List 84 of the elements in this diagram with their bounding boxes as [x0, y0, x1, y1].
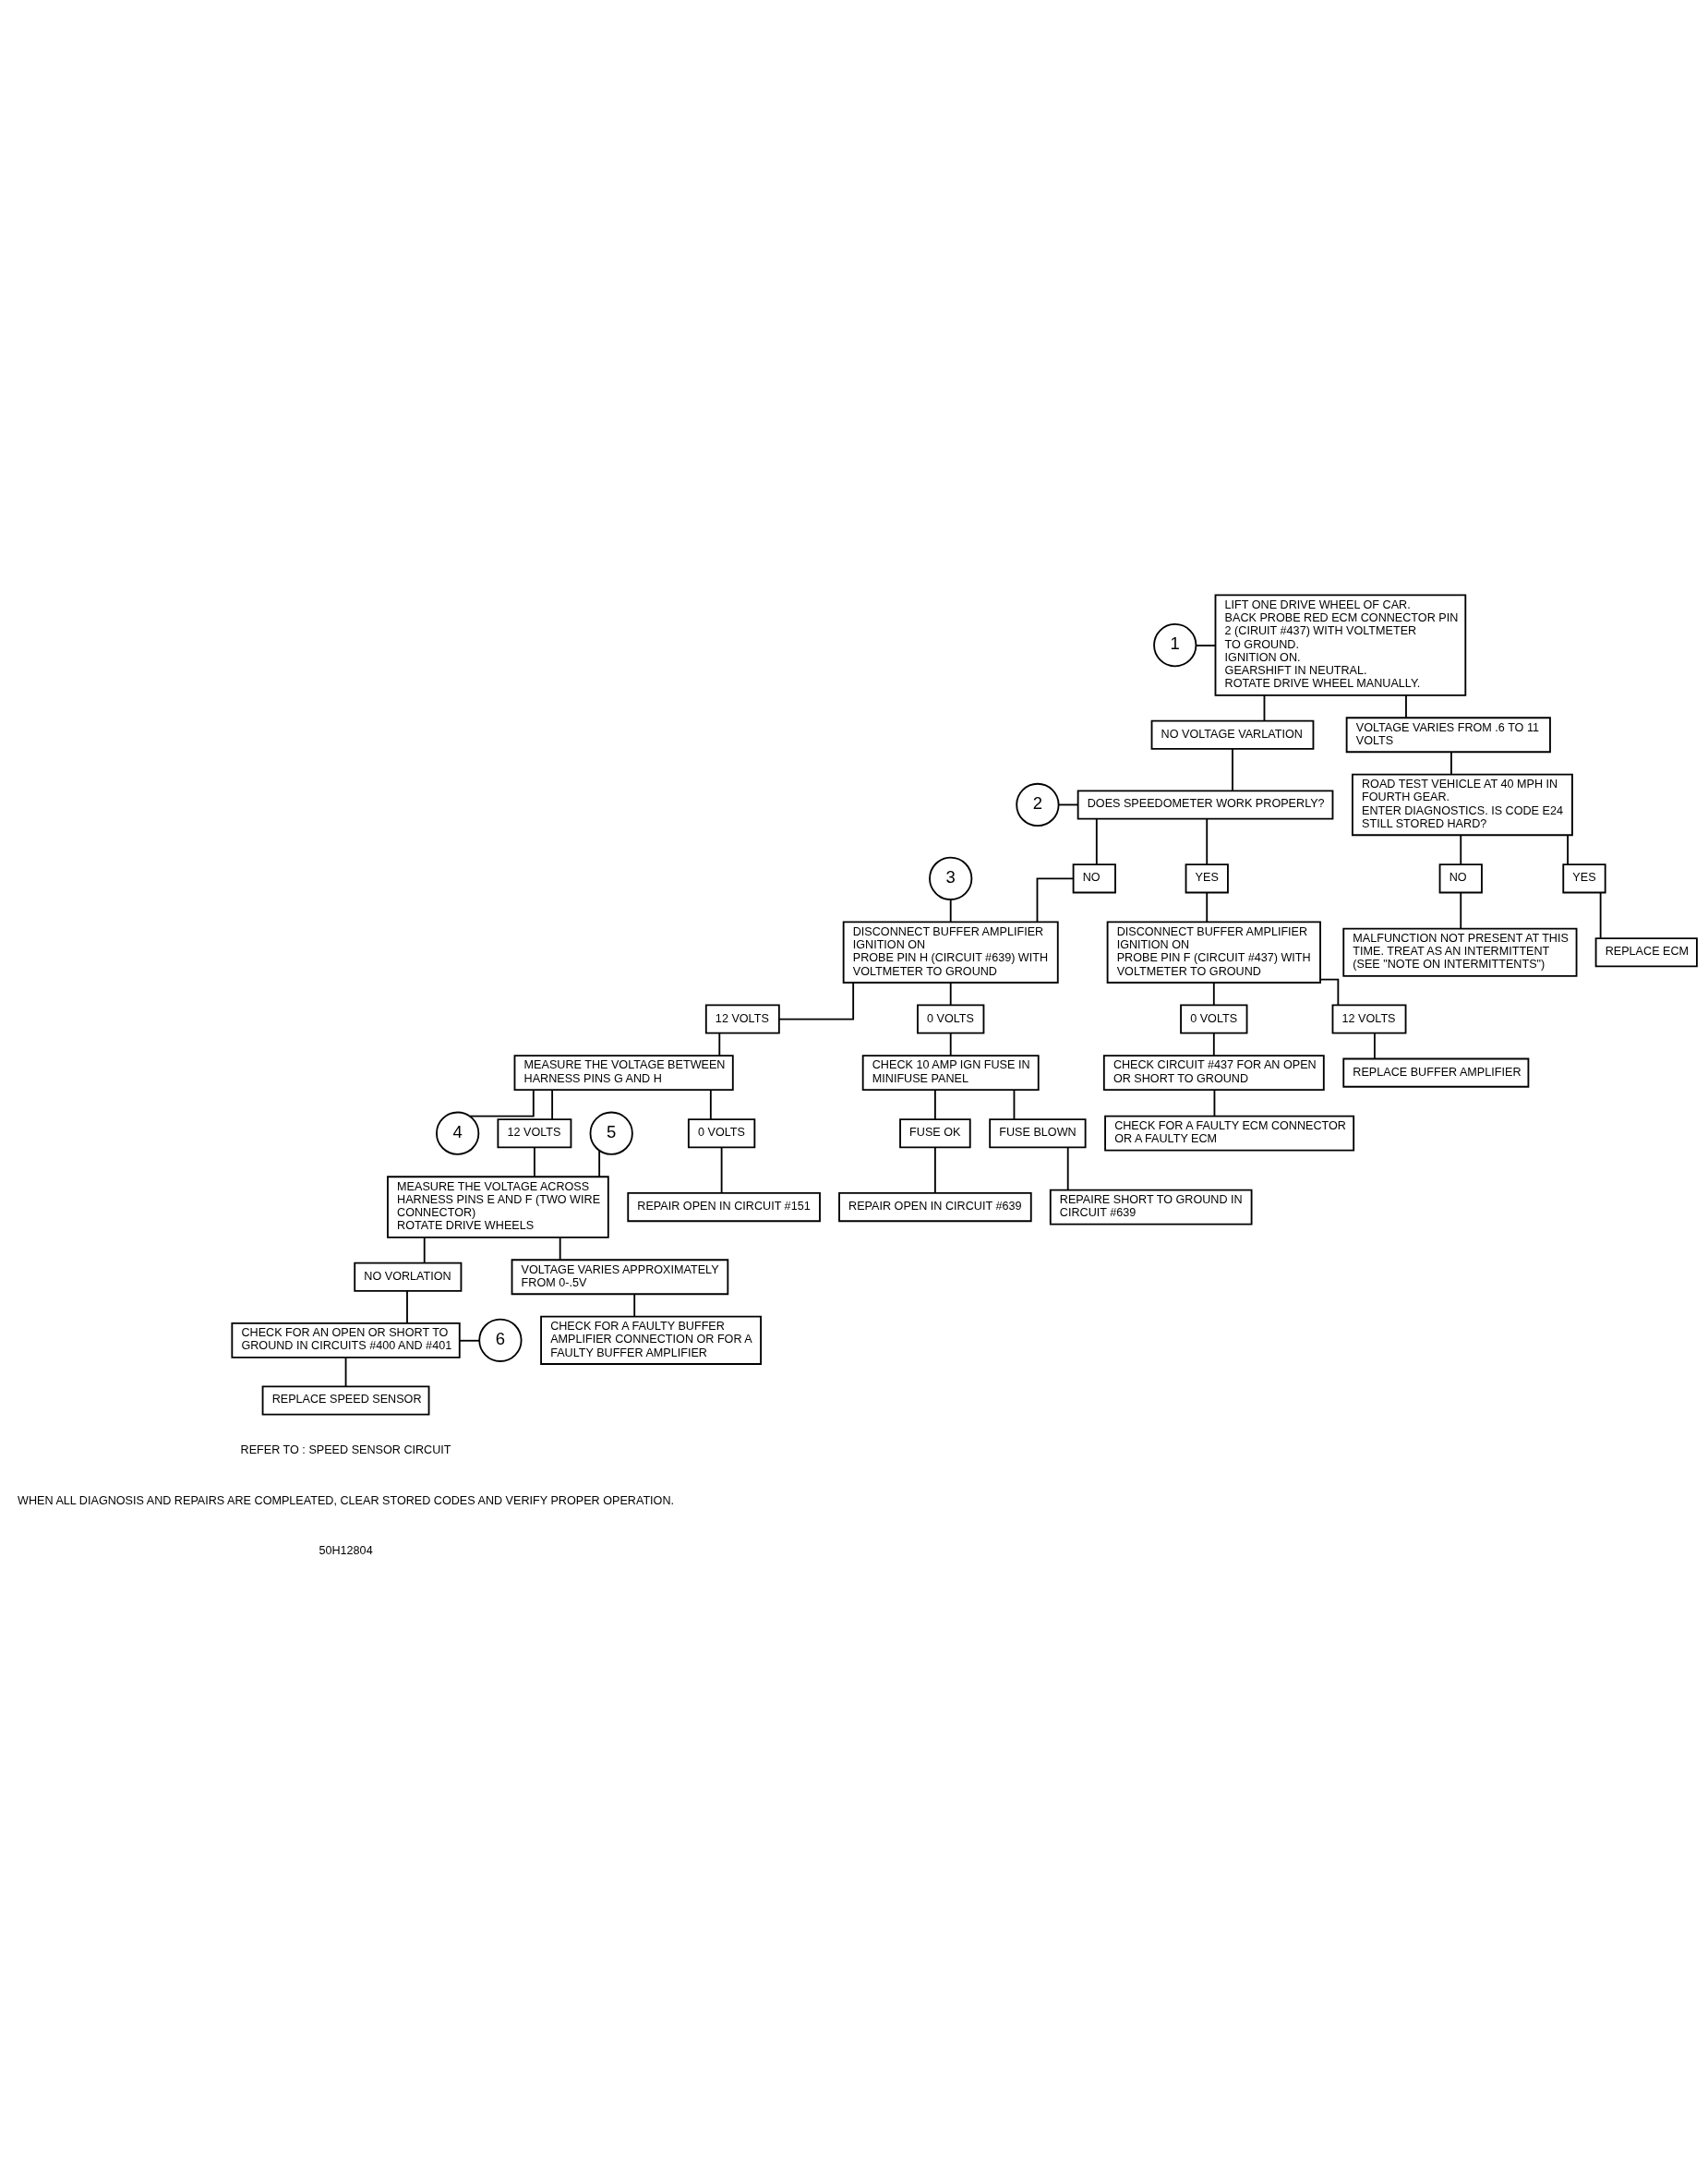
- node-box: 0 VOLTS: [917, 1004, 985, 1034]
- node-circle: 4: [436, 1111, 480, 1155]
- connector: [933, 1146, 936, 1194]
- node-box: CHECK FOR A FAULTY ECM CONNECTOR OR A FAULTY ECM: [1104, 1115, 1355, 1152]
- node-box: 12 VOLTS: [497, 1118, 572, 1149]
- connector: [534, 1146, 535, 1178]
- node-box: REPLACE BUFFER AMPLIFIER: [1342, 1057, 1530, 1088]
- node-box: CHECK 10 AMP IGN FUSE IN MINIFUSE PANEL: [861, 1055, 1040, 1091]
- connector: [459, 1339, 480, 1342]
- connector: [1460, 834, 1462, 866]
- connector: [709, 1089, 712, 1120]
- node-box: 0 VOLTS: [1180, 1004, 1248, 1034]
- connector: [1212, 982, 1215, 1007]
- label: REFER TO : SPEED SENSOR CIRCUIT: [240, 1443, 451, 1457]
- connector: [406, 1290, 408, 1324]
- connector: [1013, 1089, 1016, 1120]
- connector: [949, 1032, 952, 1056]
- connector: [1232, 748, 1233, 792]
- node-box: YES: [1185, 863, 1229, 894]
- connector: [633, 1293, 636, 1318]
- label: 50H12804: [319, 1544, 373, 1558]
- node-box: MEASURE THE VOLTAGE ACROSS HARNESS PINS E AND F (TWO WIRE CONNECTOR) ROTATE DRIVE WHEELS: [387, 1176, 609, 1238]
- connector: [1206, 891, 1209, 924]
- connector: [1319, 978, 1340, 1007]
- connector: [949, 982, 952, 1007]
- connector: [933, 1089, 936, 1120]
- node-box: CHECK FOR A FAULTY BUFFER AMPLIFIER CONNECTION OR FOR A FAULTY BUFFER AMPLIFIER: [540, 1315, 762, 1365]
- node-box: LIFT ONE DRIVE WHEEL OF CAR. BACK PROBE RED ECM CONNECTOR PIN 2 (CIRUIT #437) WITH VOLTMETER TO GROUND. IGNITION ON. GEARSHIFT IN NEUTRAL. ROTATE DRIVE WHEEL MANUALLY.: [1214, 594, 1467, 696]
- connector: [468, 1089, 535, 1117]
- connector: [1066, 1146, 1069, 1191]
- connector: [1195, 645, 1217, 646]
- connector: [1405, 694, 1407, 718]
- node-box: REPLACE ECM: [1594, 937, 1698, 968]
- node-circle: 2: [1016, 782, 1060, 827]
- node-box: ROAD TEST VEHICLE AT 40 MPH IN FOURTH GEAR. ENTER DIAGNOSTICS. IS CODE E24 STILL STORED HARD?: [1352, 773, 1573, 837]
- connector: [1036, 877, 1075, 924]
- node-box: VOLTAGE VARIES FROM .6 TO 11 VOLTS: [1345, 717, 1551, 754]
- connector: [423, 1237, 426, 1264]
- node-box: 12 VOLTS: [704, 1004, 780, 1034]
- connector: [718, 1032, 721, 1056]
- node-box: 0 VOLTS: [687, 1118, 756, 1149]
- connector: [344, 1356, 347, 1388]
- node-box: MALFUNCTION NOT PRESENT AT THIS TIME. TREAT AS AN INTERMITTENT (SEE "NOTE ON INTERMITTENTS"): [1342, 927, 1578, 977]
- node-box: MEASURE THE VOLTAGE BETWEEN HARNESS PINS G AND H: [513, 1055, 734, 1091]
- node-box: REPAIR OPEN IN CIRCUIT #151: [627, 1192, 821, 1223]
- node-box: NO VOLTAGE VARLATION: [1150, 719, 1315, 750]
- node-box: VOLTAGE VARIES APPROXIMATELY FROM 0-.5V: [511, 1259, 729, 1296]
- node-box: FUSE BLOWN: [989, 1118, 1087, 1149]
- node-box: NO VORLATION: [354, 1262, 463, 1292]
- node-box: DISCONNECT BUFFER AMPLIFIER IGNITION ON PROBE PIN F (CIRCUIT #437) WITH VOLTMETER TO GROUND: [1106, 921, 1321, 984]
- node-box: DISCONNECT BUFFER AMPLIFIER IGNITION ON PROBE PIN H (CIRCUIT #639) WITH VOLTMETER TO GROUND: [842, 921, 1059, 984]
- node-box: CHECK FOR AN OPEN OR SHORT TO GROUND IN CIRCUITS #400 AND #401: [231, 1322, 461, 1358]
- node-box: NO: [1072, 863, 1116, 894]
- node-box: REPLACE SPEED SENSOR: [261, 1385, 430, 1416]
- connector: [1213, 1089, 1216, 1117]
- connector: [777, 982, 855, 1020]
- node-box: DOES SPEEDOMETER WORK PROPERLY?: [1077, 790, 1334, 820]
- connector: [559, 1237, 561, 1262]
- node-box: CHECK CIRCUIT #437 FOR AN OPEN OR SHORT TO GROUND: [1102, 1055, 1325, 1091]
- connector: [598, 1150, 601, 1178]
- connector: [949, 899, 952, 924]
- node-box: 12 VOLTS: [1331, 1004, 1407, 1034]
- node-box: FUSE OK: [899, 1118, 971, 1149]
- connector: [1450, 751, 1452, 776]
- node-circle: 6: [478, 1318, 523, 1362]
- node-circle: 3: [929, 856, 973, 900]
- connector: [551, 1089, 554, 1120]
- connector: [1460, 891, 1462, 930]
- connector: [720, 1146, 723, 1194]
- node-box: NO: [1438, 863, 1483, 894]
- connector: [1212, 1032, 1215, 1056]
- connector: [1373, 1032, 1376, 1060]
- node-circle: 5: [589, 1111, 633, 1155]
- connector: [1095, 817, 1098, 865]
- connector: [1567, 834, 1570, 866]
- node-box: YES: [1562, 863, 1606, 894]
- node-box: REPAIR OPEN IN CIRCUIT #639: [838, 1192, 1032, 1223]
- node-circle: 1: [1153, 622, 1197, 668]
- connector: [1599, 891, 1602, 939]
- node-box: REPAIRE SHORT TO GROUND IN CIRCUIT #639: [1049, 1189, 1253, 1225]
- connector: [1058, 803, 1079, 806]
- connector: [1263, 694, 1266, 722]
- connector: [1206, 817, 1209, 865]
- label: WHEN ALL DIAGNOSIS AND REPAIRS ARE COMPLEATED, CLEAR STORED CODES AND VERIFY PROPER OPERATION.: [18, 1493, 675, 1507]
